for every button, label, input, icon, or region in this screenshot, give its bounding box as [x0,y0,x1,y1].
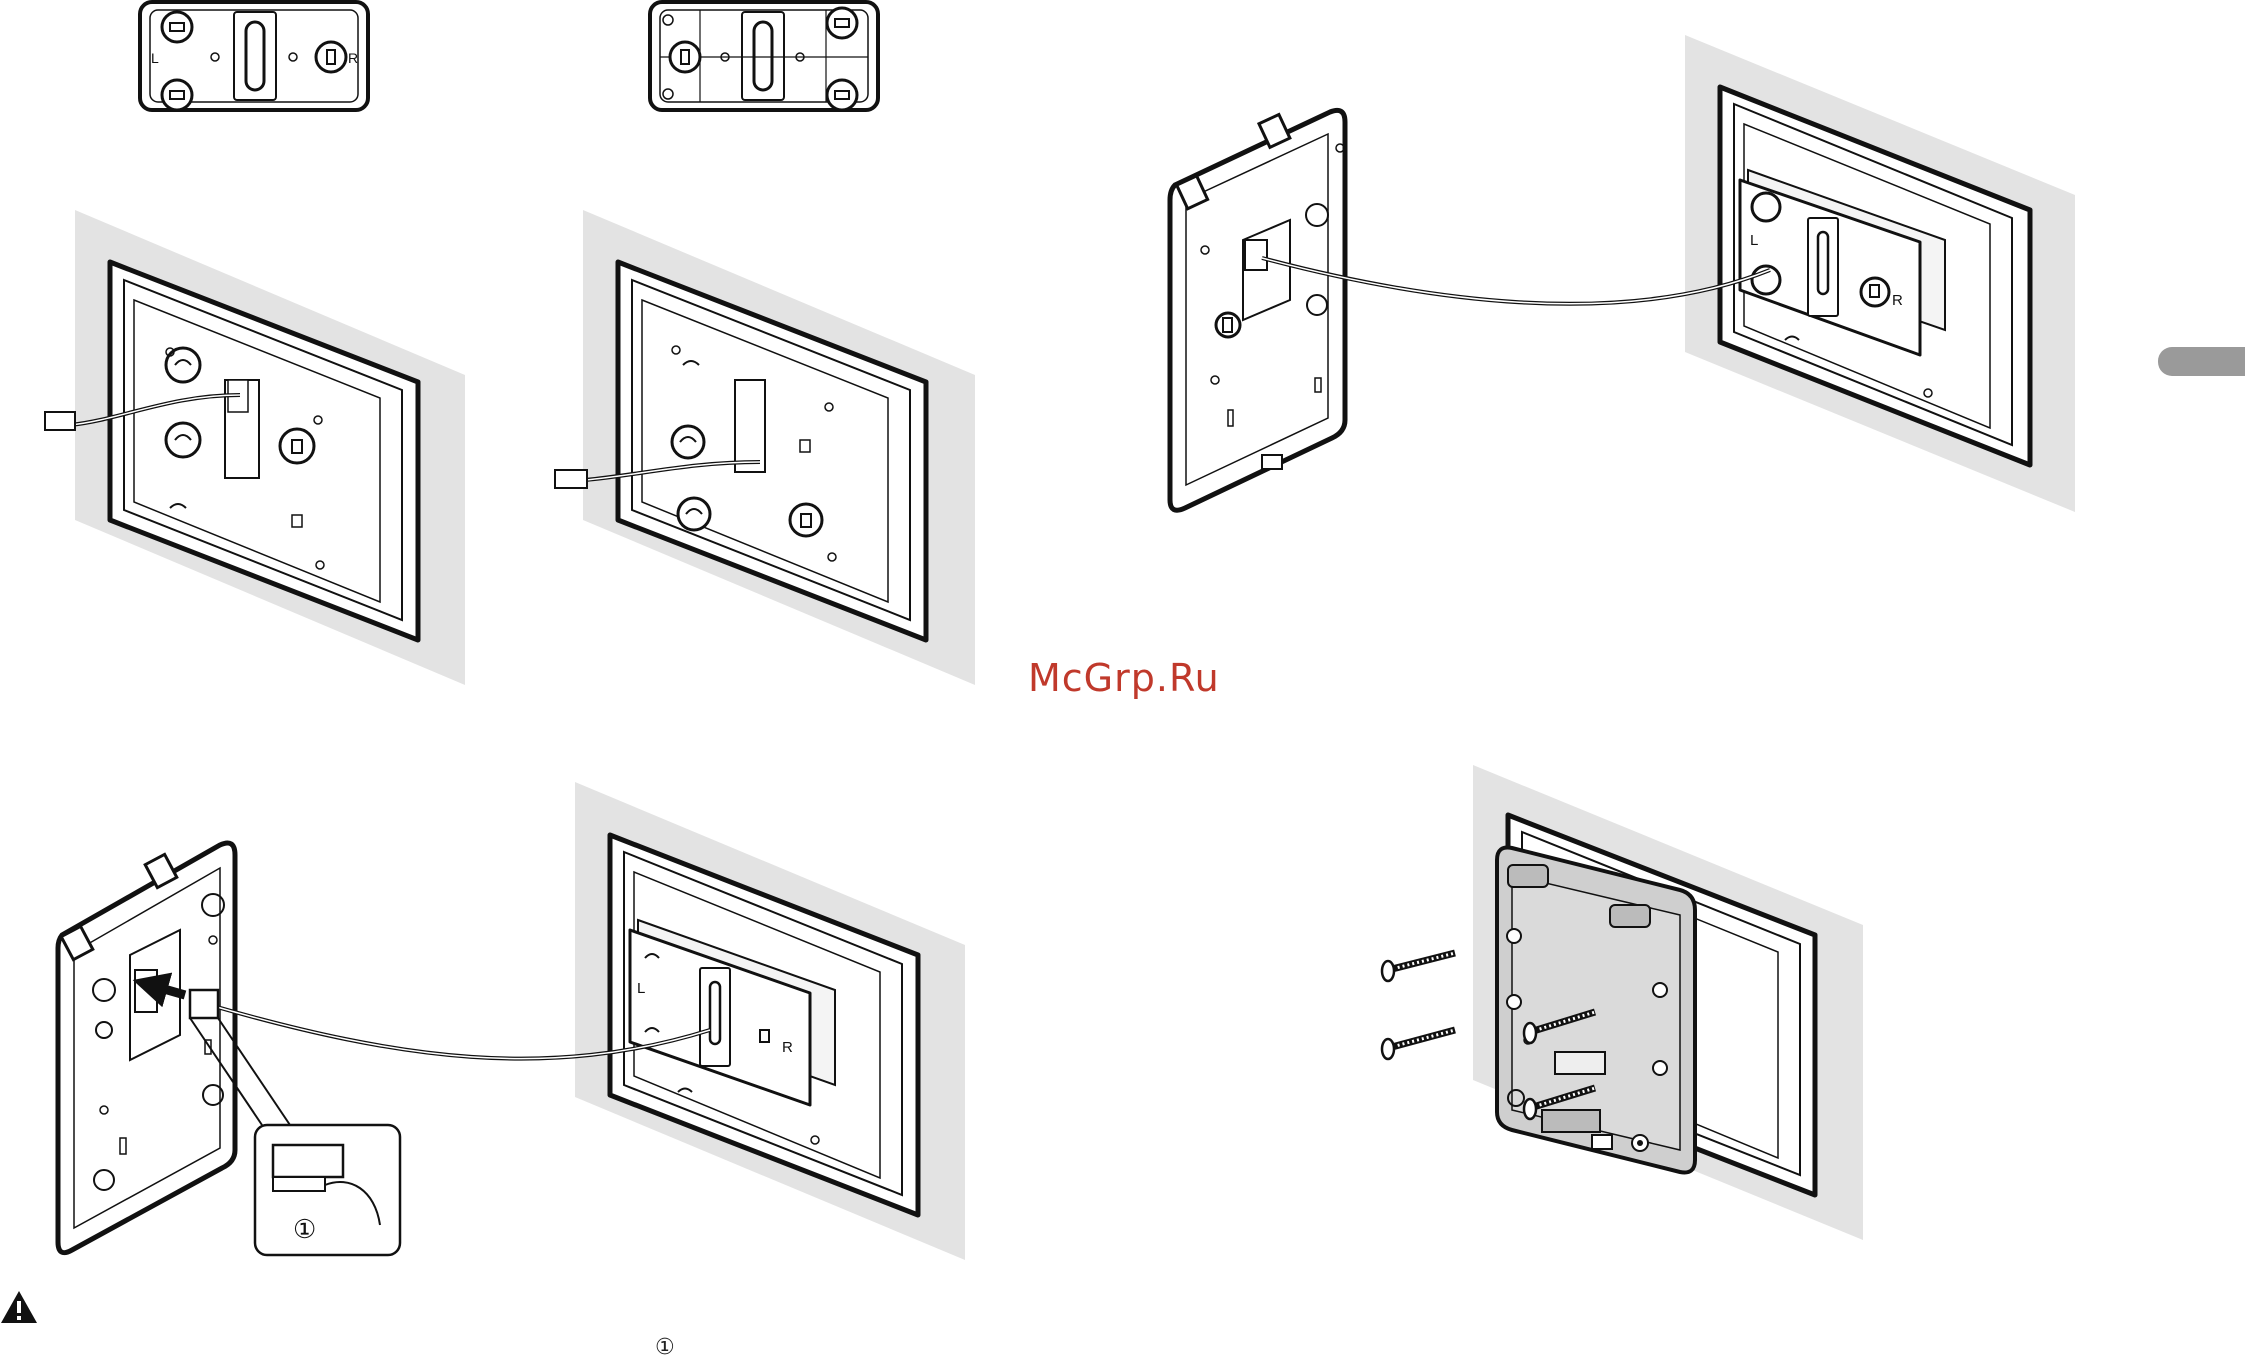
wall-panel-step-5 [1382,765,1863,1240]
bracket-detail-left: L R [140,2,368,110]
wall-panel-step-4: L R [58,782,965,1260]
screw-1 [1382,953,1455,981]
callout-marker: ① [293,1214,316,1244]
side-section-tab [2158,347,2245,376]
footer-marker: ① [655,1335,675,1360]
warning-triangle-icon [0,1290,38,1324]
label-l-small: L [151,50,159,66]
wall-panel-step-2 [555,210,975,685]
wall-panel-step-1 [45,210,465,685]
label-r-step4: R [782,1039,793,1056]
label-l-step3: L [1750,232,1758,249]
wall-panel-step-3: L R [1170,35,2075,512]
watermark-text: McGrp.Ru [1028,656,1220,700]
label-r-step3: R [1892,292,1903,309]
label-l-step4: L [637,980,645,997]
label-r-small: R [348,50,358,66]
screw-2 [1382,1030,1455,1059]
bracket-detail-right [650,2,878,110]
